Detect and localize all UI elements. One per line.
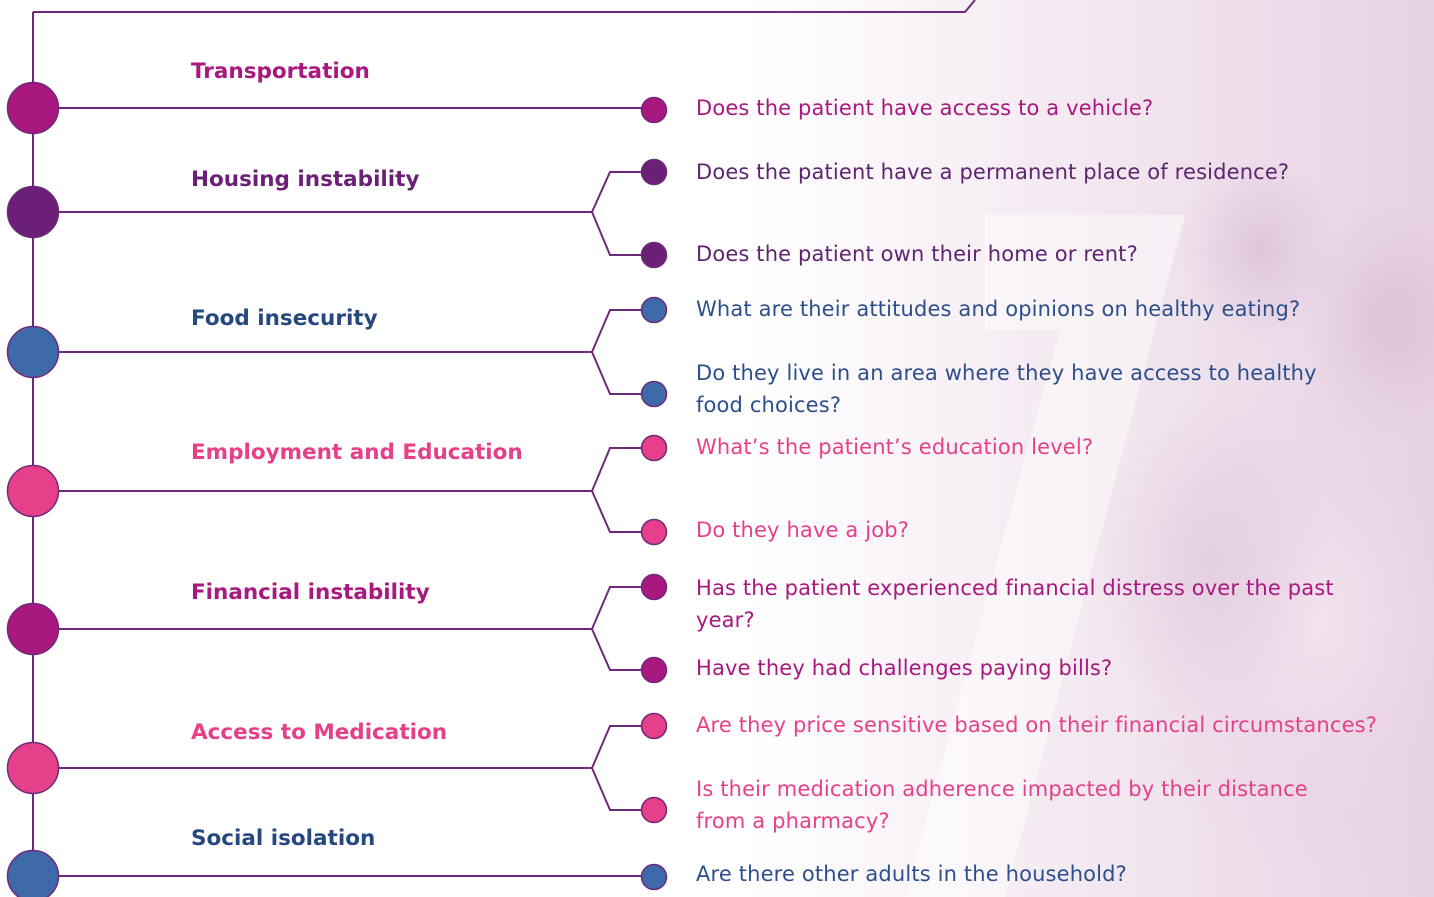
question-node — [640, 158, 668, 186]
question-node — [640, 241, 668, 269]
category-label: Food insecurity — [191, 306, 378, 331]
question-text: Does the patient own their home or rent? — [696, 242, 1138, 266]
category-node — [6, 849, 60, 897]
category-node — [6, 741, 60, 795]
category-label: Access to Medication — [191, 720, 448, 745]
question-text: Is their medication adherence impacted b… — [696, 777, 1308, 833]
question-node — [640, 518, 668, 546]
category-node — [6, 602, 60, 656]
question-node — [640, 656, 668, 684]
fork-line — [591, 490, 652, 533]
category-label: Housing instability — [191, 167, 420, 192]
question-node — [640, 863, 668, 891]
category-label: Employment and Education — [191, 440, 523, 465]
question-text: Are they price sensitive based on their … — [696, 713, 1378, 737]
category-node — [6, 464, 60, 518]
question-text: Do they live in an area where they have … — [696, 361, 1317, 417]
fork-line — [591, 309, 652, 353]
fork-line — [591, 211, 652, 256]
question-text: Are there other adults in the household? — [696, 862, 1127, 886]
question-text: Have they had challenges paying bills? — [696, 656, 1113, 680]
category-node — [6, 325, 60, 379]
question-text: Does the patient have access to a vehicl… — [696, 96, 1154, 120]
fork-line — [591, 447, 652, 492]
question-node — [640, 96, 668, 124]
category-label: Financial instability — [191, 580, 430, 605]
question-node — [640, 796, 668, 824]
fork-line — [591, 351, 652, 395]
question-node — [640, 380, 668, 408]
question-node — [640, 434, 668, 462]
question-text: Has the patient experienced financial di… — [696, 576, 1334, 632]
question-text: What’s the patient’s education level? — [696, 435, 1094, 459]
fork-line — [591, 586, 652, 630]
category-node — [6, 81, 60, 135]
fork-line — [591, 171, 652, 213]
question-node — [640, 296, 668, 324]
question-text: What are their attitudes and opinions on… — [696, 297, 1301, 321]
category-label: Transportation — [191, 59, 370, 84]
category-node — [6, 185, 60, 239]
fork-line — [591, 628, 652, 671]
question-node — [640, 712, 668, 740]
fork-line — [591, 725, 652, 769]
question-node — [640, 573, 668, 601]
question-text: Do they have a job? — [696, 518, 910, 542]
question-text: Does the patient have a permanent place … — [696, 160, 1290, 184]
fork-line — [591, 767, 652, 811]
category-label: Social isolation — [191, 826, 376, 851]
